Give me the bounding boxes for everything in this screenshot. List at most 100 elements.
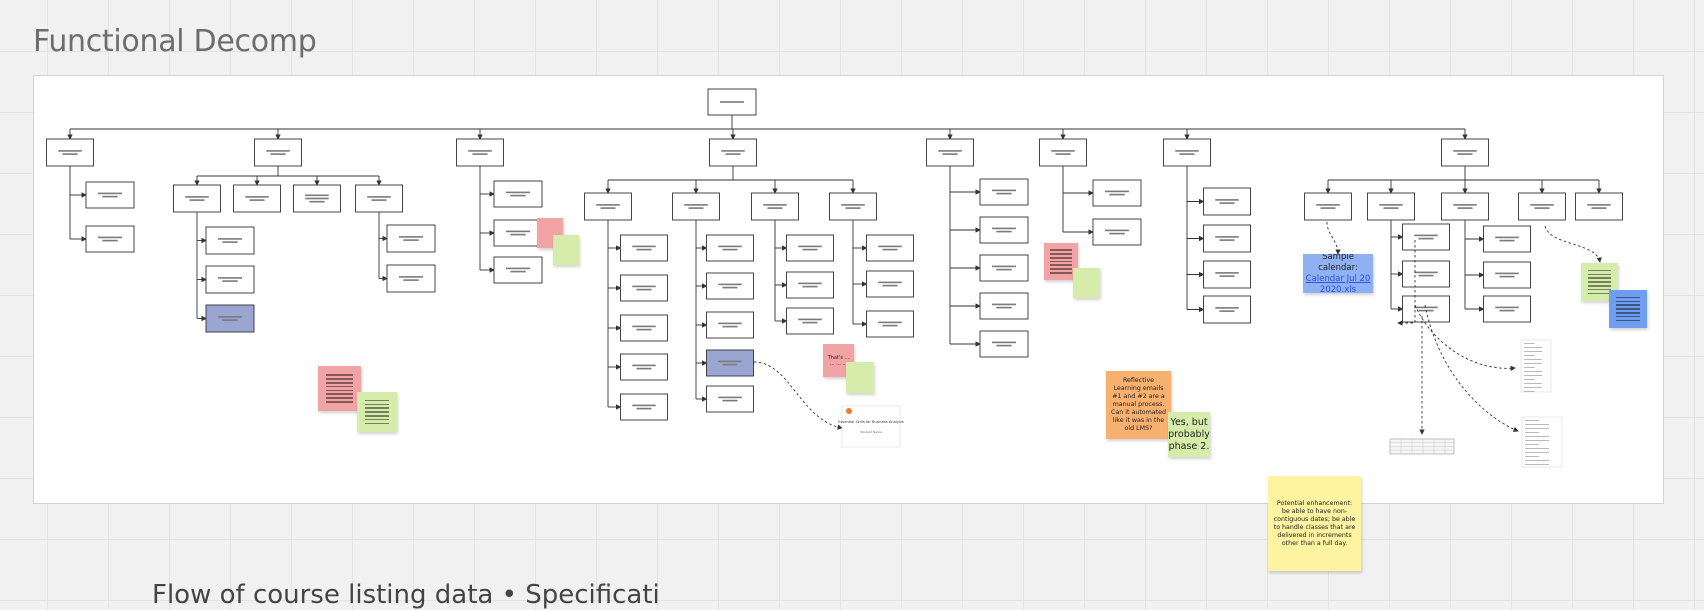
diagram-box[interactable] — [709, 138, 757, 167]
diagram-box[interactable] — [493, 256, 543, 284]
diagram-box[interactable] — [706, 272, 754, 300]
diagram-box[interactable] — [979, 254, 1029, 282]
diagram-box[interactable] — [866, 310, 914, 338]
diagram-box[interactable] — [584, 192, 632, 221]
diagram-box[interactable] — [979, 178, 1029, 206]
box-text-line — [1215, 272, 1239, 274]
sticky-note-pink[interactable] — [318, 366, 361, 411]
box-text-line — [102, 239, 118, 242]
box-text-line — [996, 192, 1012, 195]
diagram-box[interactable] — [979, 216, 1029, 244]
box-text-line — [98, 192, 122, 195]
document-thumbnail[interactable] — [1520, 339, 1552, 393]
diagram-box[interactable] — [1203, 260, 1251, 289]
box-text-line — [636, 248, 652, 251]
sticky-note-green[interactable] — [1073, 268, 1100, 298]
diagram-box[interactable] — [1367, 192, 1415, 221]
sticky-note-green[interactable] — [846, 362, 874, 393]
diagram-box[interactable] — [456, 138, 504, 167]
diagram-box[interactable] — [205, 304, 255, 333]
diagram-box[interactable] — [1483, 295, 1531, 323]
diagram-box[interactable] — [706, 385, 754, 413]
document-thumbnail[interactable] — [1521, 416, 1563, 468]
box-text-line — [1055, 153, 1071, 155]
diagram-box[interactable] — [1203, 295, 1251, 324]
diagram-box[interactable] — [829, 192, 877, 221]
diagram-box[interactable] — [1092, 179, 1142, 207]
diagram-box[interactable] — [706, 234, 754, 262]
reflective-learning-note[interactable]: Reflective Learning emails #1 and #2 are… — [1106, 371, 1171, 439]
diagram-box[interactable] — [979, 292, 1029, 320]
diagram-box[interactable] — [386, 264, 436, 293]
box-text-line — [1383, 207, 1399, 209]
box-text-line — [1457, 207, 1473, 209]
diagram-box[interactable] — [1402, 223, 1450, 251]
diagram-box[interactable] — [46, 138, 94, 167]
diagram-box[interactable] — [493, 219, 543, 247]
diagram-box[interactable] — [751, 192, 799, 221]
spreadsheet-thumbnail[interactable] — [1389, 438, 1455, 455]
diagram-box[interactable] — [620, 353, 668, 381]
diagram-box[interactable] — [493, 180, 543, 208]
box-text-line — [718, 245, 742, 248]
diagram-box[interactable] — [620, 314, 668, 342]
diagram-box[interactable] — [205, 226, 255, 255]
diagram-box[interactable] — [1203, 187, 1251, 216]
diagram-box[interactable] — [866, 270, 914, 298]
diagram-box[interactable] — [1304, 192, 1352, 221]
diagram-box[interactable] — [979, 330, 1029, 358]
diagram-box[interactable] — [85, 181, 135, 209]
box-text-line — [720, 101, 744, 103]
diagram-box[interactable] — [786, 271, 834, 299]
sticky-note-blue[interactable] — [1609, 290, 1647, 328]
diagram-box[interactable] — [926, 138, 974, 167]
diagram-box[interactable] — [1441, 192, 1489, 221]
diagram-box[interactable] — [1441, 138, 1489, 167]
diagram-box[interactable] — [620, 393, 668, 421]
diagram-box[interactable] — [1575, 192, 1623, 221]
box-text-line — [882, 324, 898, 327]
box-text-line — [189, 199, 205, 201]
diagram-box[interactable] — [620, 234, 668, 262]
box-text-line — [266, 150, 290, 152]
sticky-note-green[interactable] — [357, 392, 397, 432]
diagram-box[interactable] — [1483, 261, 1531, 289]
diagram-box[interactable] — [672, 192, 720, 221]
diagram-box[interactable] — [620, 274, 668, 302]
box-text-line — [992, 265, 1016, 268]
diagram-box[interactable] — [786, 234, 834, 262]
diagram-box[interactable] — [254, 138, 302, 167]
diagram-box[interactable] — [1092, 218, 1142, 246]
box-text-line — [996, 230, 1012, 233]
diagram-box[interactable] — [85, 225, 135, 253]
diagram-box[interactable] — [1402, 295, 1450, 323]
box-text-line — [58, 150, 82, 152]
course-document-thumbnail[interactable]: Essential Skills for Business AnalysisSt… — [838, 405, 904, 448]
box-text-line — [1219, 310, 1235, 312]
diagram-box[interactable] — [1039, 138, 1087, 167]
box-text-line — [722, 248, 738, 251]
diagram-box[interactable] — [233, 184, 281, 213]
diagram-box[interactable] — [205, 265, 255, 294]
box-text-line — [1499, 275, 1515, 278]
sample-calendar-note[interactable]: Sample calendar: Calendar Jul 20 2020.xl… — [1303, 254, 1373, 293]
diagram-box[interactable] — [386, 224, 436, 253]
diagram-box[interactable] — [866, 234, 914, 262]
diagram-box[interactable] — [1163, 138, 1211, 167]
box-text-line — [1379, 204, 1403, 206]
diagram-box[interactable] — [707, 88, 757, 116]
phase-2-note[interactable]: Yes, but probably phase 2. — [1168, 412, 1210, 457]
diagram-box[interactable] — [1483, 225, 1531, 253]
diagram-box[interactable] — [355, 184, 403, 213]
diagram-box[interactable] — [706, 311, 754, 339]
diagram-box[interactable] — [1203, 224, 1251, 253]
diagram-box[interactable] — [173, 184, 221, 213]
sticky-note-pink[interactable] — [1044, 243, 1078, 280]
potential-enhancement-note[interactable]: Potential enhancement: be able to have n… — [1268, 476, 1361, 571]
diagram-box[interactable] — [706, 349, 754, 377]
calendar-link[interactable]: Calendar Jul 20 2020.xls — [1305, 273, 1371, 294]
sticky-note-green[interactable] — [553, 235, 579, 265]
diagram-box[interactable] — [1518, 192, 1566, 221]
diagram-box[interactable] — [1402, 260, 1450, 288]
diagram-box[interactable] — [786, 307, 834, 335]
